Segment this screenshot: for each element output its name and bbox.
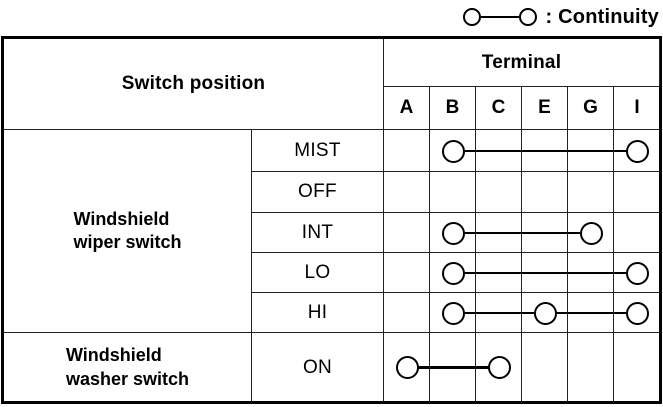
terminal-cell-int-b: [430, 213, 476, 253]
continuity-symbol-icon: [462, 8, 537, 26]
terminal-cell-int-c: [476, 213, 522, 253]
continuity-circle-icon: [462, 8, 481, 26]
terminal-cell-int-a: [384, 213, 430, 253]
position-cell-off: OFF: [252, 172, 384, 213]
terminal-cell-lo-b: [430, 253, 476, 293]
group-label-line: wiper switch: [73, 232, 182, 252]
terminal-cell-off-i: [614, 172, 660, 213]
terminal-column-e: E: [522, 87, 568, 130]
position-cell-on: ON: [252, 333, 384, 402]
group-label-text: Windshield wiper switch: [73, 208, 181, 255]
terminal-cell-mist-c: [476, 130, 522, 172]
terminal-cell-mist-b: [430, 130, 476, 172]
terminal-cell-hi-i: [614, 293, 660, 333]
terminal-column-a: A: [384, 87, 430, 130]
terminal-cell-mist-a: [384, 130, 430, 172]
terminal-cell-off-b: [430, 172, 476, 213]
terminal-cell-off-a: [384, 172, 430, 213]
continuity-circle-icon: [518, 8, 537, 26]
group-label-line: Windshield: [73, 208, 170, 229]
terminal-cell-hi-g: [568, 293, 614, 333]
position-cell-lo: LO: [252, 253, 384, 293]
terminal-cell-mist-g: [568, 130, 614, 172]
terminal-cell-on-c: [476, 333, 522, 402]
switch-position-header: Switch position: [4, 39, 384, 130]
position-cell-mist: MIST: [252, 130, 384, 172]
group-label-line: Windshield: [65, 345, 162, 366]
terminal-cell-int-g: [568, 213, 614, 253]
terminal-header: Terminal: [384, 39, 660, 87]
continuity-legend-label: : Continuity: [545, 5, 659, 28]
terminal-cell-on-i: [614, 333, 660, 402]
group-label-windshield-wiper-switch: Windshield wiper switch: [4, 130, 252, 333]
terminal-cell-mist-e: [522, 130, 568, 172]
terminal-cell-mist-i: [614, 130, 660, 172]
terminal-cell-lo-e: [522, 253, 568, 293]
position-cell-int: INT: [252, 213, 384, 253]
terminal-cell-int-e: [522, 213, 568, 253]
terminal-column-c: C: [476, 87, 522, 130]
continuity-legend: : Continuity: [462, 3, 659, 31]
terminal-column-i: I: [614, 87, 660, 130]
terminal-cell-lo-i: [614, 253, 660, 293]
continuity-wire: [479, 15, 520, 19]
group-label-line: washer switch: [65, 368, 190, 389]
terminal-cell-lo-g: [568, 253, 614, 293]
terminal-cell-int-i: [614, 213, 660, 253]
terminal-cell-hi-e: [522, 293, 568, 333]
terminal-cell-off-c: [476, 172, 522, 213]
terminal-cell-on-g: [568, 333, 614, 402]
terminal-cell-hi-b: [430, 293, 476, 333]
terminal-column-b: B: [430, 87, 476, 130]
terminal-cell-on-a: [384, 333, 430, 402]
terminal-cell-off-g: [568, 172, 614, 213]
terminal-column-g: G: [568, 87, 614, 130]
terminal-cell-on-e: [522, 333, 568, 402]
position-cell-hi: HI: [252, 293, 384, 333]
terminal-cell-hi-a: [384, 293, 430, 333]
terminal-cell-off-e: [522, 172, 568, 213]
terminal-cell-on-b: [430, 333, 476, 402]
terminal-cell-lo-c: [476, 253, 522, 293]
terminal-cell-hi-c: [476, 293, 522, 333]
terminal-cell-lo-a: [384, 253, 430, 293]
